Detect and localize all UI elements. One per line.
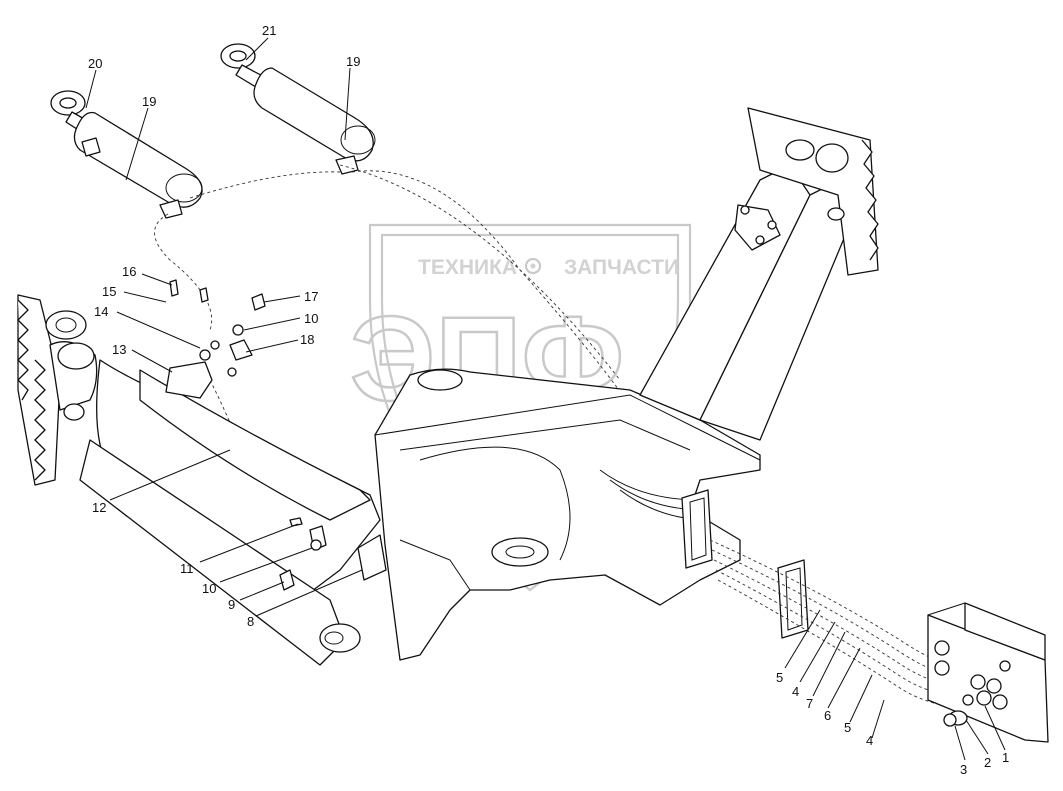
callout-8: 8 xyxy=(247,614,254,629)
hydraulic-cylinder-right xyxy=(220,43,376,175)
main-frame xyxy=(374,368,761,661)
callout-16: 16 xyxy=(122,264,136,279)
fitting-bracket xyxy=(165,279,266,399)
fitting-lower xyxy=(279,517,387,591)
callout-2: 2 xyxy=(984,755,991,770)
callout-3: 3 xyxy=(960,762,967,777)
callout-1: 1 xyxy=(1002,750,1009,765)
callout-13: 13 xyxy=(112,342,126,357)
callout-11: 11 xyxy=(180,561,194,576)
hose-line xyxy=(154,213,213,331)
callout-15: 15 xyxy=(102,284,116,299)
watermark-text-right: ЗАПЧАСТИ xyxy=(564,256,679,279)
hose-line xyxy=(339,164,621,381)
callout-19: 19 xyxy=(346,54,360,69)
watermark-text-left: ТЕХНИКА xyxy=(418,256,517,279)
callout-14: 14 xyxy=(94,304,108,319)
gear-icon xyxy=(524,257,542,275)
mounting-plate-left xyxy=(17,294,98,486)
hose-clamp xyxy=(777,559,809,639)
callout-5: 5 xyxy=(776,670,783,685)
callout-7: 7 xyxy=(806,696,813,711)
hose-line xyxy=(189,171,341,199)
callout-6: 6 xyxy=(824,708,831,723)
callout-20: 20 xyxy=(88,56,102,71)
hose-clamp xyxy=(681,489,713,569)
callout-21: 21 xyxy=(262,23,276,38)
callout-19: 19 xyxy=(142,94,156,109)
callout-4: 4 xyxy=(866,733,873,748)
hose-line xyxy=(209,379,331,546)
callout-9: 9 xyxy=(228,597,235,612)
upright-arm xyxy=(639,107,879,441)
callout-5: 5 xyxy=(844,720,851,735)
callout-18: 18 xyxy=(300,332,314,347)
valve-block xyxy=(927,602,1049,743)
hydraulic-cylinder-left xyxy=(50,90,203,219)
leader-lines xyxy=(85,37,1006,761)
callout-4: 4 xyxy=(792,684,799,699)
boom-arm xyxy=(79,359,381,666)
callout-12: 12 xyxy=(92,500,106,515)
callout-17: 17 xyxy=(304,289,318,304)
callout-10: 10 xyxy=(202,581,216,596)
callout-10: 10 xyxy=(304,311,318,326)
